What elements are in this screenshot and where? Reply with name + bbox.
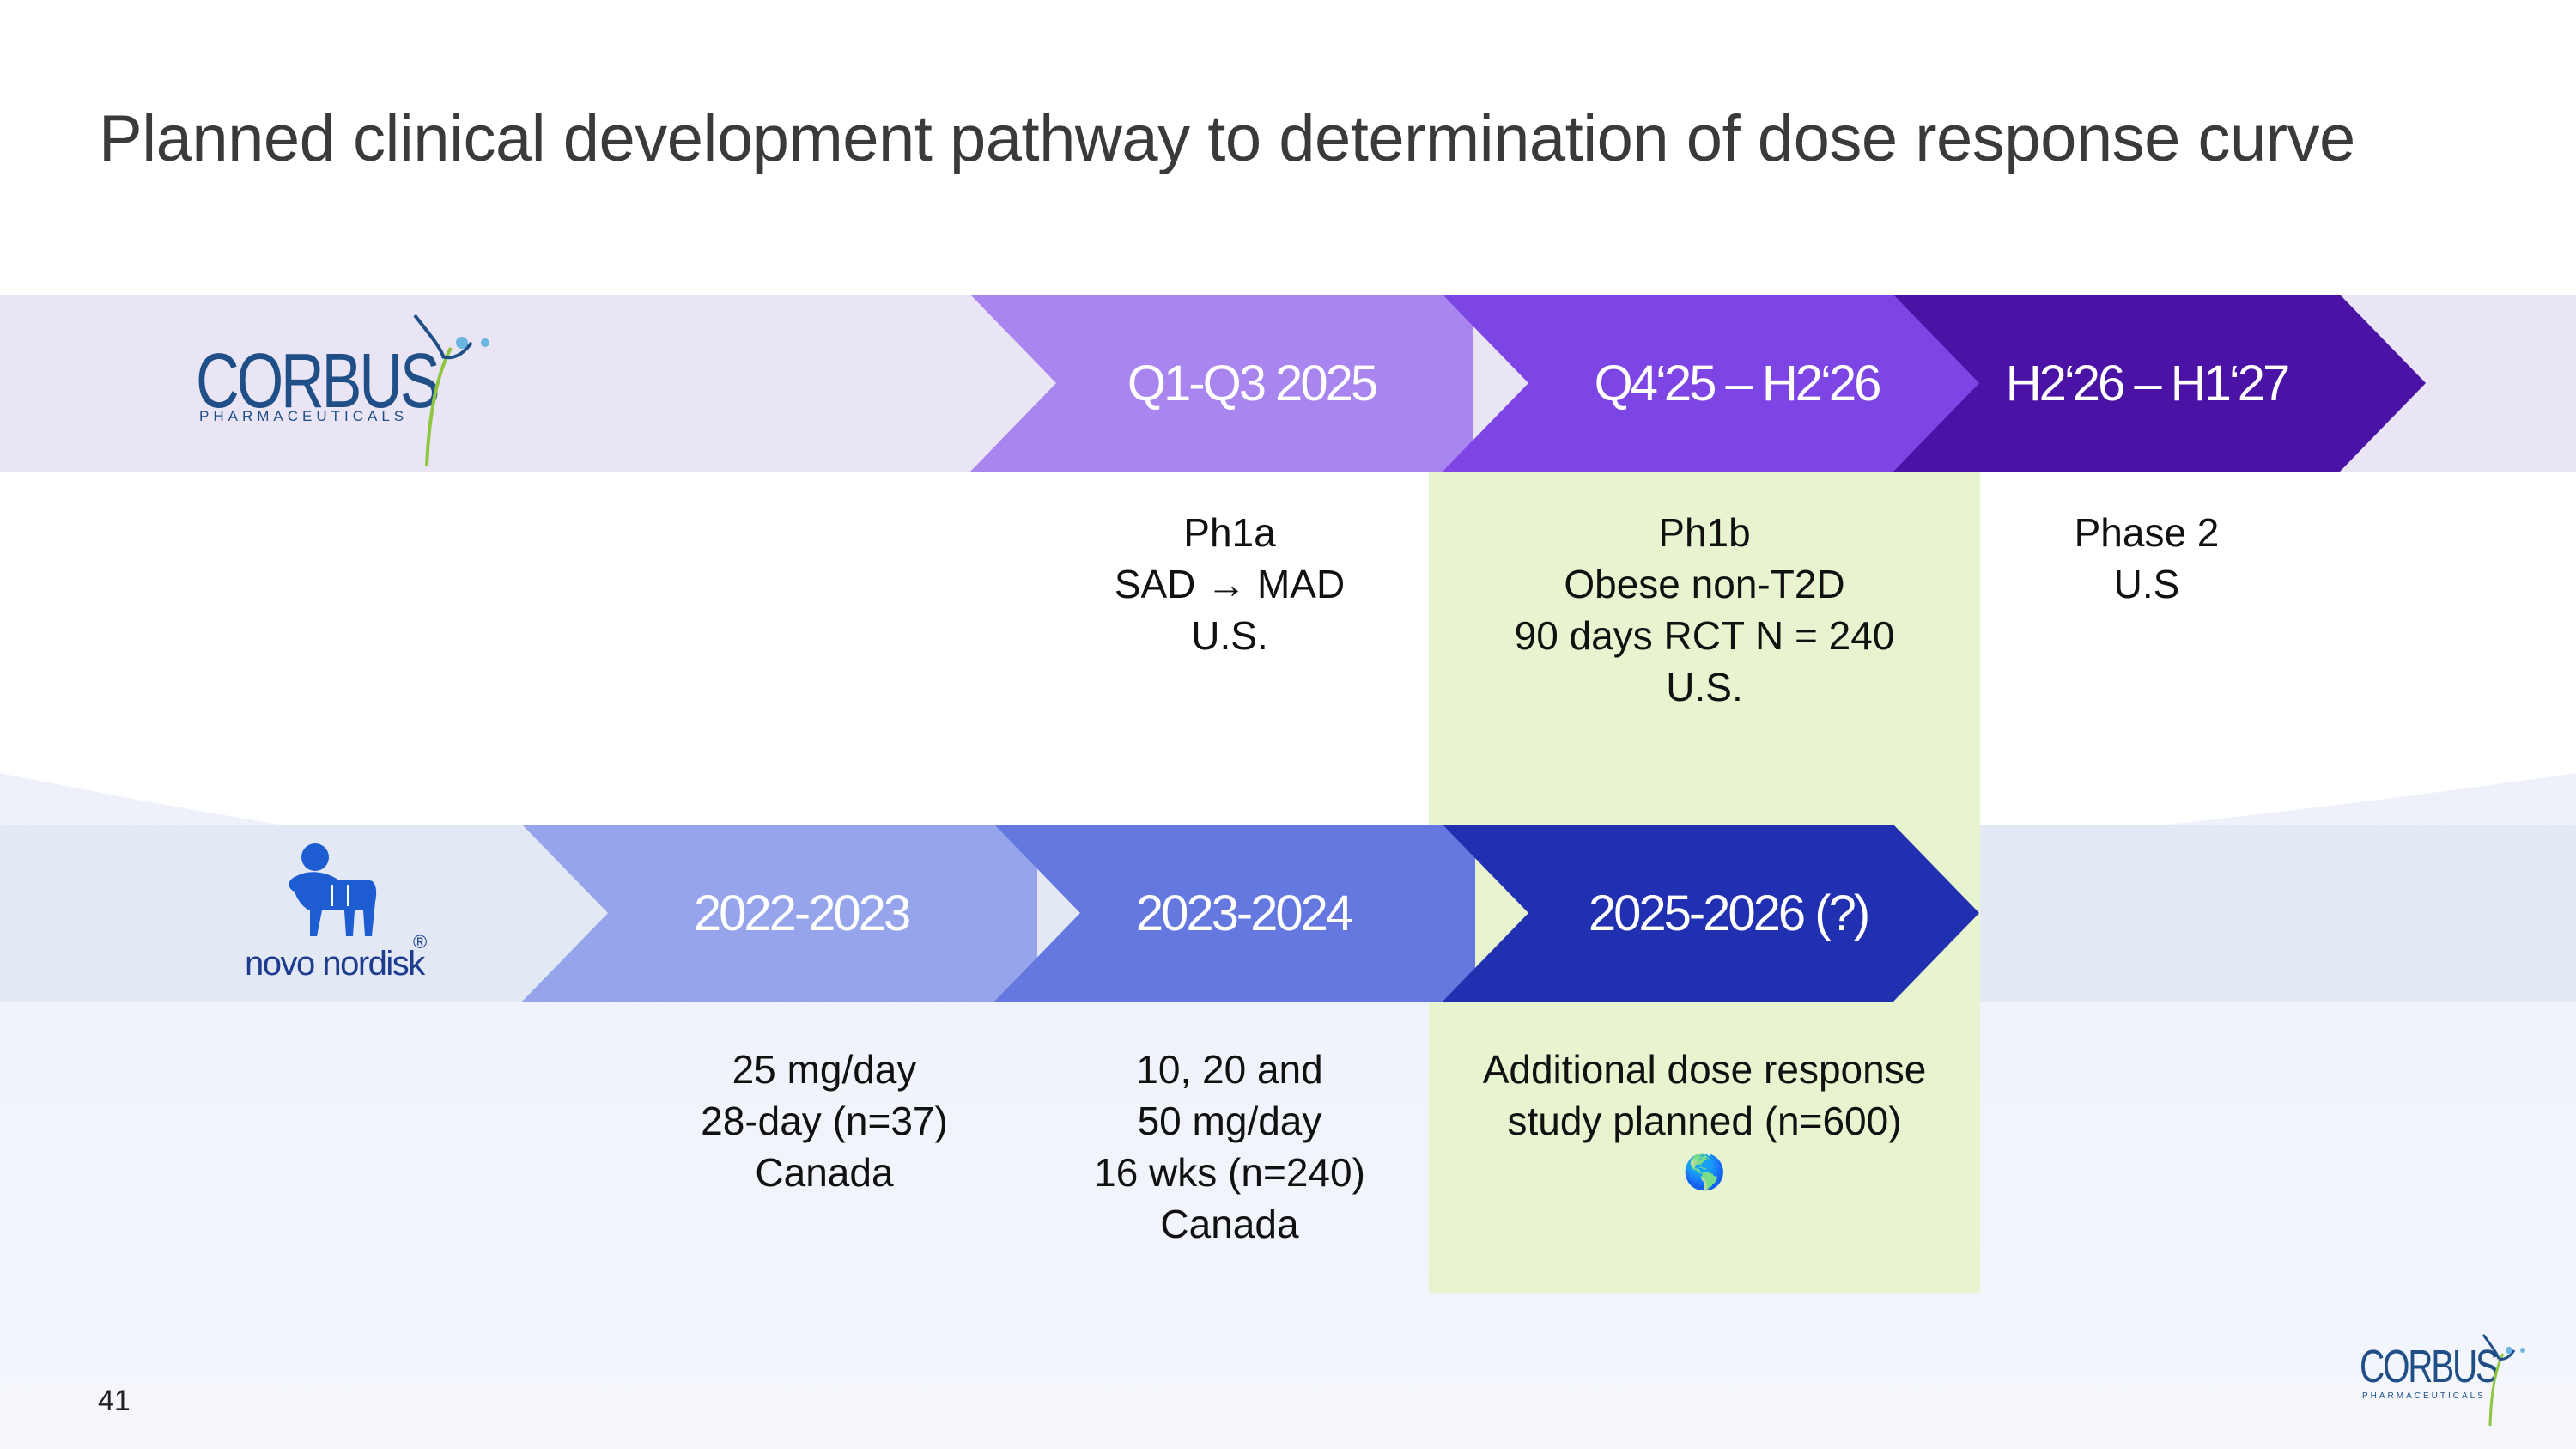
chevron-novo-phase-3: 2025-2026 (?) [1443, 825, 1979, 1002]
chevron-corbus-phase-3: H2‘26 – H1‘27 [1893, 295, 2426, 472]
page-number: 41 [98, 1385, 131, 1417]
corbus-phase-1-details: Ph1a SAD → MAD U.S. [1058, 507, 1401, 661]
detail-line: 16 wks (n=240) [1094, 1150, 1365, 1195]
corbus-logo-sub: PHARMACEUTICALS [199, 408, 409, 424]
chevron-label: 2022-2023 [693, 885, 911, 941]
chevron-novo-phase-2: 2023-2024 [994, 825, 1475, 1002]
novo-nordisk-logo: novo nordisk ® [245, 842, 451, 988]
detail-line: Obese non-T2D [1564, 562, 1845, 606]
corbus-logo-small-word: CORBUS [2360, 1341, 2499, 1392]
detail-line: 10, 20 and [1136, 1047, 1323, 1092]
detail-line: Canada [755, 1150, 894, 1195]
corbus-logo-small-sub: PHARMACEUTICALS [2362, 1391, 2486, 1401]
corbus-phase-2-details: Ph1b Obese non-T2D 90 days RCT N = 240 U… [1429, 507, 1980, 713]
detail-line: Phase 2 [2074, 510, 2220, 555]
chevron-label: Q4‘25 – H2‘26 [1594, 355, 1882, 411]
corbus-logo: CORBUS PHARMACEUTICALS [189, 314, 498, 468]
detail-line: SAD → MAD [1114, 562, 1346, 606]
detail-line: 25 mg/day [732, 1047, 917, 1092]
chevron-novo-phase-1: 2022-2023 [522, 825, 1037, 1002]
chevron-corbus-phase-1: Q1-Q3 2025 [970, 295, 1473, 472]
novo-phase-2-details: 10, 20 and 50 mg/day 16 wks (n=240) Cana… [1058, 1044, 1401, 1250]
detail-line: U.S. [1191, 613, 1268, 658]
chevron-label: 2025-2026 (?) [1588, 885, 1870, 941]
chevron-label: H2‘26 – H1‘27 [2005, 355, 2291, 411]
detail-line: U.S. [1666, 665, 1743, 709]
detail-line: U.S [2113, 562, 2180, 606]
chevron-label: Q1-Q3 2025 [1127, 355, 1378, 411]
detail-line: 50 mg/day [1137, 1099, 1322, 1143]
apis-bull-icon [289, 843, 377, 936]
novo-logo-word: novo nordisk [245, 945, 425, 983]
detail-line: 90 days RCT N = 240 [1514, 613, 1895, 658]
detail-line: study planned (n=600) [1507, 1099, 1902, 1143]
detail-line: Ph1b [1658, 510, 1751, 555]
corbus-logo-word: CORBUS [196, 338, 440, 424]
detail-line: Ph1a [1183, 510, 1276, 555]
slide-title: Planned clinical development pathway to … [99, 102, 2355, 175]
corbus-phase-3-details: Phase 2 U.S [1992, 507, 2301, 610]
corbus-swoosh-small-icon [2482, 1334, 2525, 1427]
detail-line: Canada [1160, 1202, 1299, 1246]
globe-icon: 🌎 [1683, 1153, 1726, 1192]
corbus-swoosh-icon [413, 314, 489, 467]
detail-line: Additional dose response [1482, 1047, 1927, 1092]
registered-mark: ® [413, 931, 428, 953]
detail-line: 28-day (n=37) [701, 1099, 948, 1143]
chevron-corbus-phase-2: Q4‘25 – H2‘26 [1443, 295, 1979, 472]
novo-phase-3-details: Additional dose response study planned (… [1429, 1044, 1980, 1198]
corbus-logo-small: CORBUS PHARMACEUTICALS [2360, 1333, 2531, 1428]
novo-phase-1-details: 25 mg/day 28-day (n=37) Canada [653, 1044, 996, 1198]
chevron-label: 2023-2024 [1135, 885, 1353, 941]
